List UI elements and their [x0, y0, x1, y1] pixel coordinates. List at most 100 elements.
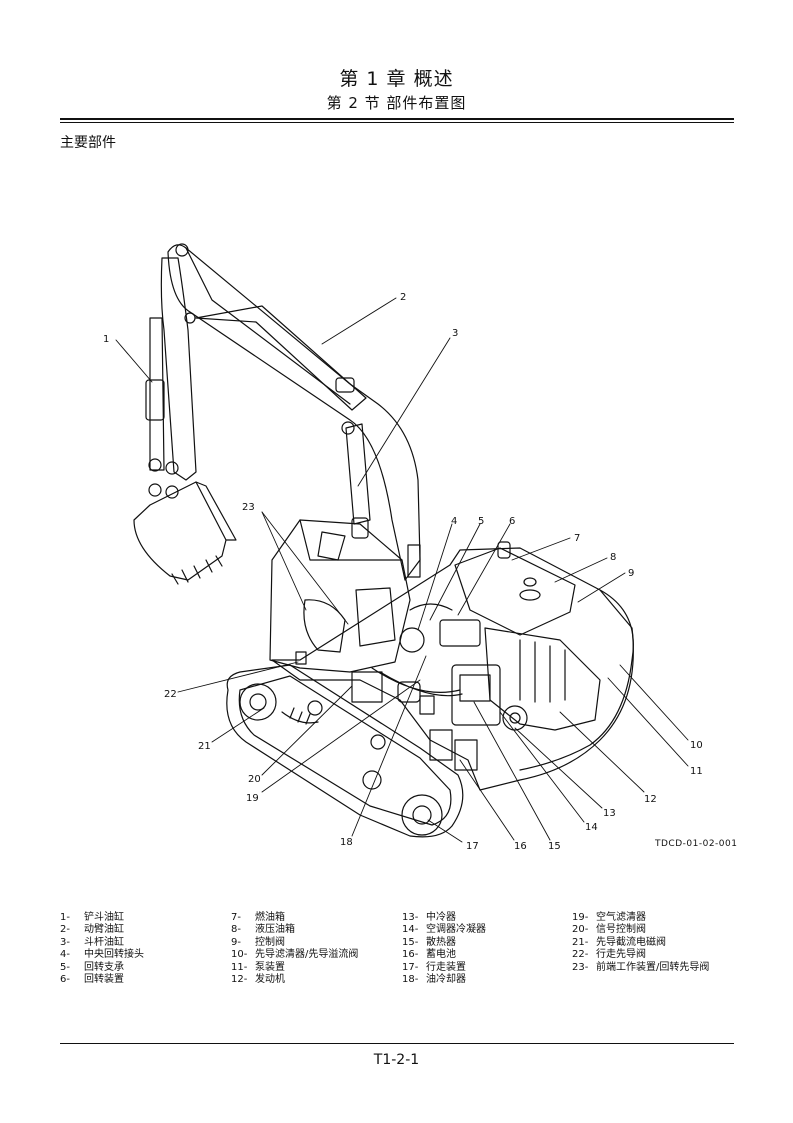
leader-15: [473, 701, 551, 841]
legend-item-number: 18-: [402, 974, 419, 986]
roller-1: [307, 700, 323, 716]
legend-item: 13-中冷器: [402, 912, 486, 924]
legend-item-number: 20-: [572, 924, 589, 936]
leader-8: [554, 557, 608, 583]
sprocket-wheel: [401, 794, 443, 836]
control-valve: [439, 619, 481, 647]
leader-14: [499, 711, 585, 823]
legend-item-number: 7-: [231, 912, 241, 923]
leader-1: [115, 339, 153, 383]
legend-item-text: 燃油箱: [255, 912, 285, 923]
upper-frame: [271, 547, 634, 791]
legend-item-text: 空调器冷凝器: [426, 924, 486, 936]
legend-item-text: 行走装置: [426, 961, 466, 973]
legend-item-number: 14-: [402, 924, 419, 936]
legend-item-text: 空气滤清器: [596, 912, 646, 923]
legend-item-number: 19-: [572, 912, 589, 923]
legend-item: 17-行走装置: [402, 962, 486, 974]
legend-item: 12-发动机: [231, 974, 358, 986]
legend-item: 14- 空调器冷凝器: [402, 924, 486, 936]
page-number: T1-2-1: [373, 1052, 420, 1068]
legend-item-text: 先导截流电磁阀: [596, 936, 666, 948]
leader-23a: [261, 511, 307, 611]
chapter-title: 第 1 章 概述: [339, 68, 454, 90]
legend-item: 15-散热器: [402, 937, 486, 949]
battery-1: [429, 729, 453, 761]
legend-item-number: 16-: [402, 949, 419, 961]
leader-6: [457, 523, 511, 616]
legend-item: 20- 信号控制阀: [572, 924, 709, 936]
legend-item-text: 中冷器: [426, 912, 456, 923]
footer-rule: [60, 1043, 734, 1044]
callout-21: 21: [198, 741, 211, 752]
engine: [484, 627, 601, 731]
legend-column-4: 19- 空气滤清器 20- 信号控制阀 21-先导截流电磁阀 22- 行走先导阀 23…: [572, 912, 709, 974]
fuel-tank: [454, 547, 576, 636]
tank-cap: [519, 589, 541, 601]
callout-23: 23: [242, 502, 255, 513]
swing-bearing: [399, 627, 425, 653]
legend-item: 22- 行走先导阀: [572, 949, 709, 961]
legend-item-number: 9-: [231, 936, 241, 948]
legend-item-number: 10-: [231, 949, 248, 961]
callout-4: 4: [451, 516, 457, 527]
legend-item: 19- 空气滤清器: [572, 912, 709, 924]
track-inner: [238, 675, 452, 826]
leader-23b: [261, 511, 349, 625]
legend-item: 3-斗杆油缸: [60, 937, 144, 949]
leader-10: [619, 664, 689, 741]
callout-5: 5: [478, 516, 484, 527]
section-title: 第 2 节 部件布置图: [326, 94, 467, 112]
legend-item-number: 23-: [572, 961, 589, 973]
legend-item-number: 11-: [231, 961, 248, 973]
legend-item-number: 2-: [60, 924, 70, 936]
legend-item: 9-控制阀: [231, 937, 358, 949]
leader-2: [321, 297, 397, 345]
leader-9: [577, 572, 626, 603]
battery-2: [454, 739, 478, 771]
callout-10: 10: [690, 740, 703, 751]
legend-item-text: 泵装置: [255, 961, 285, 973]
legend-item-text: 行走先导阀: [596, 949, 646, 961]
legend-item: 6-回转装置: [60, 974, 144, 986]
main-components-heading: 主要部件: [60, 135, 116, 151]
boom-cylinder: [195, 305, 367, 411]
legend-item-number: 22-: [572, 949, 589, 961]
lift-cylinder: [345, 423, 371, 525]
legend-item-text: 信号控制阀: [596, 924, 646, 936]
leader-22: [177, 661, 299, 693]
arm: [160, 257, 197, 481]
legend-item: 21-先导截流电磁阀: [572, 937, 709, 949]
leader-13: [514, 727, 603, 809]
cab-window: [355, 587, 396, 647]
leader-12: [559, 711, 645, 793]
legend-item-text: 先导滤清器/先导溢流阀: [255, 949, 359, 961]
cab: [269, 519, 411, 673]
legend-item-number: 3-: [60, 936, 70, 948]
callout-9: 9: [628, 568, 634, 579]
legend-item: 11- 泵装置: [231, 962, 358, 974]
callout-1: 1: [103, 334, 109, 345]
legend-item: 23- 前端工作装置/回转先导阀: [572, 962, 709, 974]
callout-22: 22: [164, 689, 177, 700]
legend-item-text: 中央回转接头: [84, 949, 144, 961]
callout-8: 8: [610, 552, 616, 563]
legend-item-text: 回转装置: [84, 974, 124, 986]
leader-16: [459, 759, 515, 841]
roller-2: [370, 734, 386, 750]
legend-item-number: 12-: [231, 974, 248, 986]
legend-item: 1-铲斗油缸: [60, 912, 144, 924]
legend-item-number: 4-: [60, 949, 70, 961]
callout-14: 14: [585, 822, 598, 833]
callout-6: 6: [509, 516, 515, 527]
leader-20: [261, 685, 353, 776]
idler-wheel: [239, 683, 277, 721]
legend-item: 5-回转支承: [60, 962, 144, 974]
legend-item-text: 前端工作装置/回转先导阀: [596, 961, 710, 973]
legend-item-text: 回转支承: [84, 961, 124, 973]
leader-19: [261, 679, 421, 793]
callout-19: 19: [246, 793, 259, 804]
callout-18: 18: [340, 837, 353, 848]
bucket-teeth: [171, 555, 223, 585]
